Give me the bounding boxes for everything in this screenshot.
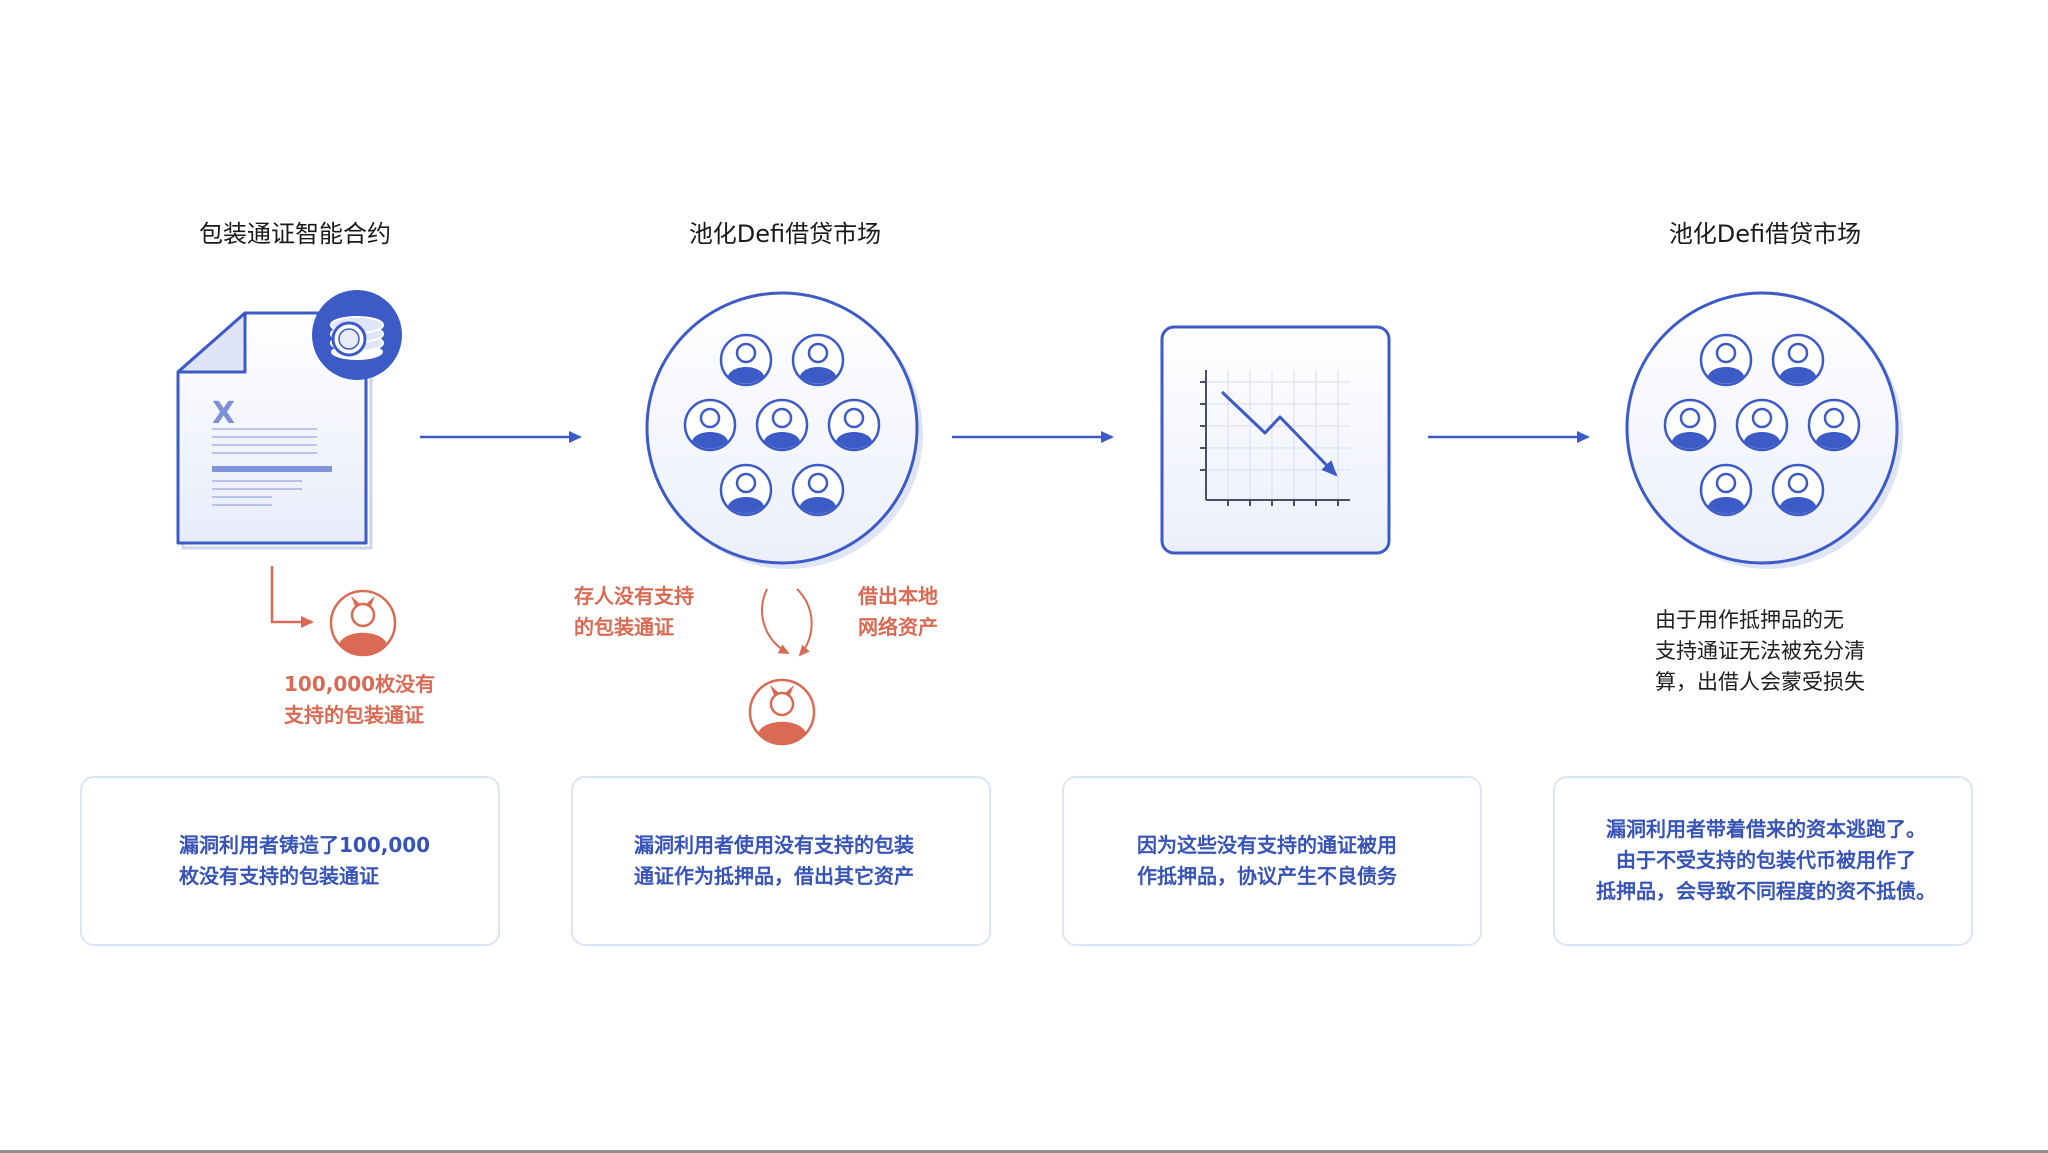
box-1-line-1: 漏洞利用者铸造了100,000 — [179, 833, 431, 857]
step-2-description-box: 漏洞利用者使用没有支持的包装 通证作为抵押品，借出其它资产 — [571, 776, 991, 946]
box-4-line-2: 由于不受支持的包装代币被用作了 — [1616, 848, 1916, 872]
excel-x-icon: X — [212, 396, 235, 431]
step-2-title: 池化Defi借贷市场 — [688, 220, 882, 248]
step-4-description-box: 漏洞利用者带着借来的资本逃跑了。 由于不受支持的包装代币被用作了 抵押品，会导致… — [1553, 776, 1973, 946]
step-3-description-box: 因为这些没有支持的通证被用 作抵押品，协议产生不良债务 — [1062, 776, 1482, 946]
box-4-line-3: 抵押品，会导致不同程度的资不抵债。 — [1596, 879, 1936, 903]
box-4-line-1: 漏洞利用者带着借来的资本逃跑了。 — [1606, 817, 1926, 841]
lending-pool-2 — [1625, 291, 1903, 569]
borrow-label: 借出本地 网络资产 — [858, 581, 938, 643]
coin-stack-icon — [312, 290, 402, 380]
declining-chart-icon — [1160, 325, 1391, 555]
box-1-line-2: 枚没有支持的包装通证 — [179, 864, 379, 888]
step-2-description: 漏洞利用者使用没有支持的包装 通证作为抵押品，借出其它资产 — [634, 830, 914, 892]
box-2-line-2: 通证作为抵押品，借出其它资产 — [634, 864, 914, 888]
contract-document-icon: X — [176, 311, 373, 550]
box-2-line-1: 漏洞利用者使用没有支持的包装 — [634, 833, 914, 857]
user-avatar-icon — [1807, 398, 1861, 452]
borrow-line-2: 网络资产 — [858, 615, 938, 639]
cycle-arrows-icon — [761, 588, 813, 657]
loss-line-2: 支持通证无法被充分清 — [1655, 639, 1865, 663]
user-avatar-icon — [683, 398, 737, 452]
minted-tokens-label: 100,000枚没有 支持的包装通证 — [284, 669, 435, 731]
user-avatar-icon — [1771, 333, 1825, 387]
box-3-line-1: 因为这些没有支持的通证被用 — [1137, 833, 1397, 857]
borrow-line-1: 借出本地 — [858, 584, 938, 608]
loss-line-3: 算，出借人会蒙受损失 — [1655, 670, 1865, 694]
lending-pool-1 — [645, 291, 923, 569]
loss-caption: 由于用作抵押品的无 支持通证无法被充分清 算，出借人会蒙受损失 — [1655, 605, 1865, 698]
minted-line-2: 支持的包装通证 — [284, 703, 424, 727]
user-avatar-icon — [1699, 333, 1753, 387]
user-avatar-icon — [791, 463, 845, 517]
user-avatar-icon — [755, 398, 809, 452]
deposit-line-1: 存人没有支持 — [574, 584, 694, 608]
user-avatar-icon — [1735, 398, 1789, 452]
step-3-description: 因为这些没有支持的通证被用 作抵押品，协议产生不良债务 — [1137, 830, 1397, 892]
step-1-description-box: 漏洞利用者铸造了100,000 枚没有支持的包装通证 — [80, 776, 500, 946]
user-avatar-icon — [1699, 463, 1753, 517]
box-3-line-2: 作抵押品，协议产生不良债务 — [1137, 864, 1397, 888]
attacker-avatar-icon — [748, 678, 816, 746]
user-avatar-icon — [719, 333, 773, 387]
minted-line-1: 100,000枚没有 — [284, 672, 436, 696]
user-avatar-icon — [791, 333, 845, 387]
step-4-title: 池化Defi借贷市场 — [1668, 220, 1862, 248]
step-1-description: 漏洞利用者铸造了100,000 枚没有支持的包装通证 — [179, 830, 430, 892]
user-avatar-icon — [827, 398, 881, 452]
user-avatar-icon — [1663, 398, 1717, 452]
bottom-divider — [0, 1150, 2048, 1153]
user-avatar-icon — [1771, 463, 1825, 517]
user-avatar-icon — [719, 463, 773, 517]
deposit-label: 存人没有支持 的包装通证 — [574, 581, 694, 643]
mint-arrow — [270, 566, 314, 628]
step-1-title: 包装通证智能合约 — [199, 220, 391, 248]
loss-line-1: 由于用作抵押品的无 — [1655, 608, 1844, 632]
attacker-avatar-icon — [329, 589, 397, 657]
deposit-line-2: 的包装通证 — [574, 615, 674, 639]
step-4-description: 漏洞利用者带着借来的资本逃跑了。 由于不受支持的包装代币被用作了 抵押品，会导致… — [1593, 814, 1939, 907]
